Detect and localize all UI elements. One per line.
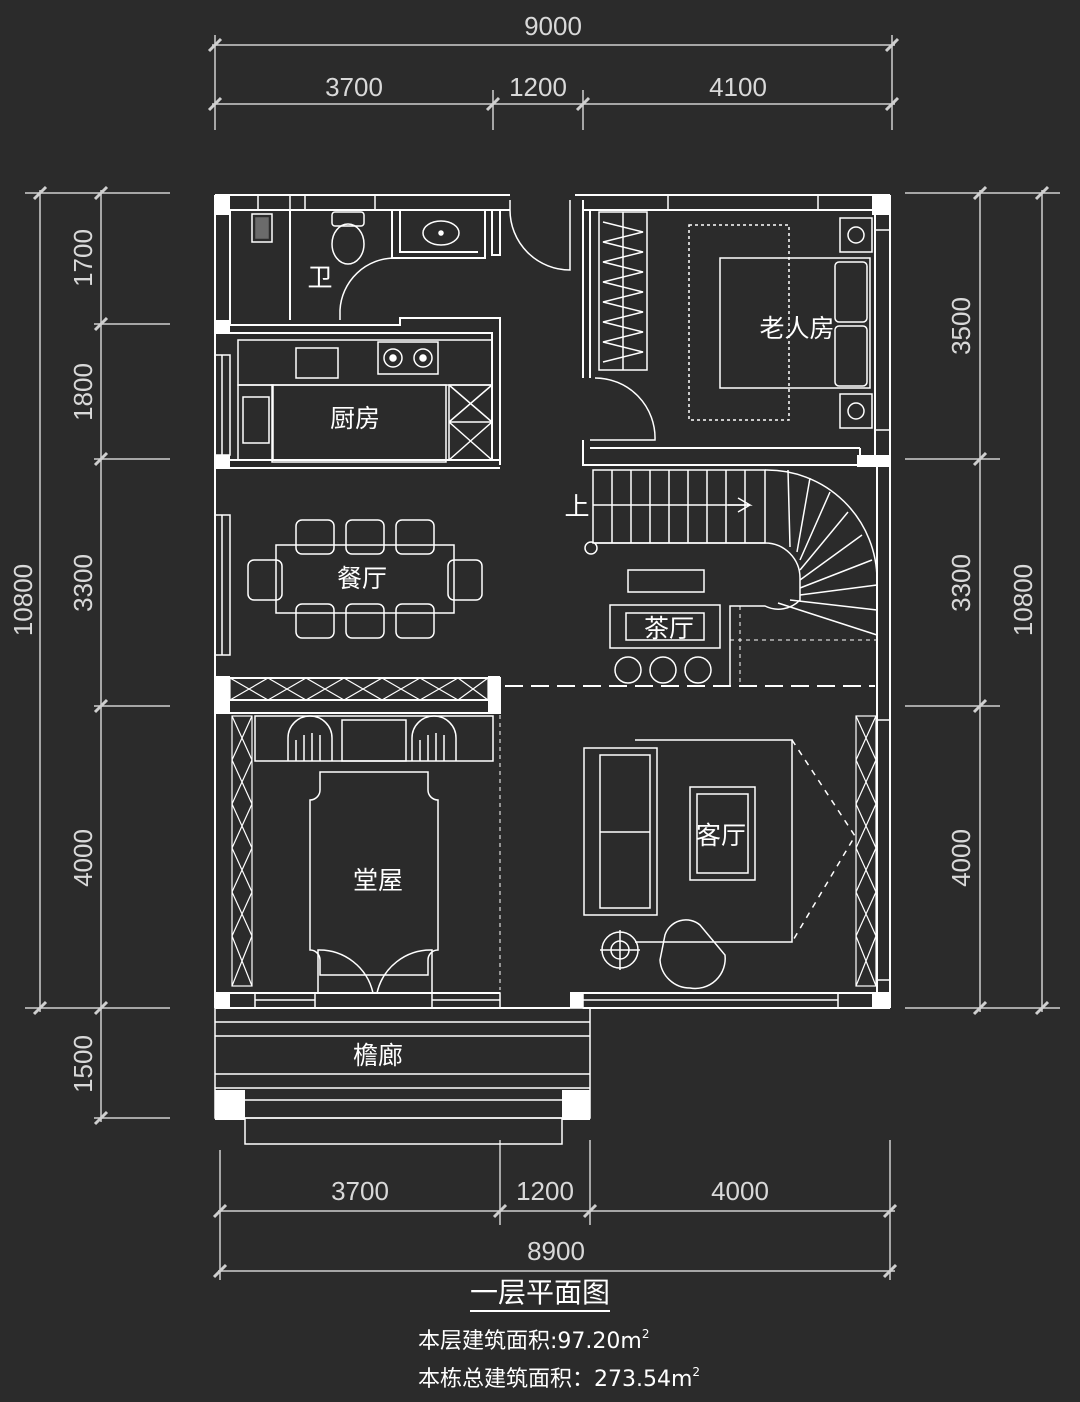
dim-left-seg-2: 1800 xyxy=(68,363,98,421)
label-elder-room: 老人房 xyxy=(759,314,834,343)
living-room-furniture xyxy=(583,739,856,990)
floor-area-note: 本层建筑面积:97.20m2 xyxy=(418,1327,649,1354)
floor-area-sup: 2 xyxy=(642,1327,650,1341)
veranda-pillars xyxy=(215,1090,590,1120)
label-veranda: 檐廊 xyxy=(353,1041,403,1070)
wall-cabinets xyxy=(229,677,877,987)
dim-top-seg-3: 4100 xyxy=(709,72,767,102)
total-area-label: 本栋总建筑面积：273.54 xyxy=(418,1367,671,1392)
wall-blocks xyxy=(215,195,890,1008)
dim-right-seg-2: 3300 xyxy=(946,554,976,612)
label-main-hall: 堂屋 xyxy=(353,866,403,895)
dim-bottom-seg-2: 1200 xyxy=(516,1176,574,1206)
dim-right-total: 10800 xyxy=(1008,564,1038,636)
bathroom-fixtures xyxy=(251,211,460,265)
dim-bottom-total: 8900 xyxy=(527,1236,585,1266)
doors xyxy=(317,200,656,994)
dim-right-seg-1: 3500 xyxy=(946,297,976,355)
dim-top-total: 9000 xyxy=(524,11,582,41)
veranda xyxy=(214,1007,591,1145)
label-stairs-up: 上 xyxy=(564,492,589,521)
windows xyxy=(214,194,891,1009)
total-area-unit: m xyxy=(671,1367,692,1392)
dim-left-seg-3: 3300 xyxy=(68,554,98,612)
dim-right-seg-3: 4000 xyxy=(946,829,976,887)
kitchen-fixtures xyxy=(237,339,493,463)
tea-table xyxy=(609,569,721,684)
dining-table xyxy=(247,519,483,639)
dim-left-seg-1: 1700 xyxy=(68,229,98,287)
total-area-sup: 2 xyxy=(692,1365,700,1379)
dim-left-total: 10800 xyxy=(8,564,38,636)
dim-left-seg-5: 1500 xyxy=(68,1035,98,1093)
label-tea-room: 茶厅 xyxy=(644,614,694,643)
floor-area-label: 本层建筑面积:97.20 xyxy=(418,1329,620,1354)
label-living-room: 客厅 xyxy=(696,821,746,850)
dim-bottom-seg-1: 3700 xyxy=(331,1176,389,1206)
dim-bottom-seg-3: 4000 xyxy=(711,1176,769,1206)
plan-title: 一层平面图 xyxy=(470,1276,610,1309)
label-kitchen: 厨房 xyxy=(330,404,380,433)
dim-top-seg-2: 1200 xyxy=(509,72,567,102)
label-bathroom: 卫 xyxy=(307,263,332,292)
floor-area-unit: m xyxy=(620,1329,641,1354)
dim-left-seg-4: 4000 xyxy=(68,829,98,887)
elder-room-furniture xyxy=(598,211,873,429)
total-area-note: 本栋总建筑面积：273.54m2 xyxy=(418,1365,700,1392)
label-dining: 餐厅 xyxy=(337,564,387,593)
staircase xyxy=(584,469,878,686)
dim-top-seg-1: 3700 xyxy=(325,72,383,102)
dimension-lines xyxy=(25,35,1060,1280)
main-hall-furniture xyxy=(254,715,494,976)
